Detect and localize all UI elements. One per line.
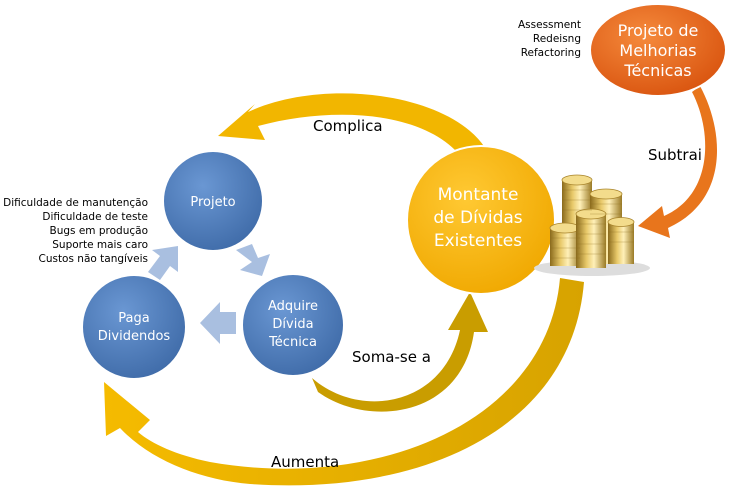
- node-paga: Paga Dividendos: [81, 274, 187, 380]
- problem-item: Dificuldade de teste: [42, 211, 148, 223]
- subtrai-arrow: [638, 86, 718, 238]
- adquire-to-paga-arrow: [200, 302, 236, 344]
- problem-item: Custos não tangíveis: [38, 253, 148, 265]
- problems-list: Dificuldade de manutenção Dificuldade de…: [3, 197, 148, 265]
- soma-arrow: [312, 292, 488, 412]
- node-melhorias-line-2: Melhorias: [619, 41, 696, 60]
- node-montante-line-3: Existentes: [434, 231, 522, 251]
- activities-list: Assessment Redeisng Refactoring: [518, 19, 581, 59]
- activity-item: Refactoring: [521, 47, 581, 59]
- aumenta-arrow: [104, 278, 584, 486]
- node-adquire-line-2: Dívida: [272, 317, 313, 332]
- node-adquire-line-3: Técnica: [268, 335, 317, 350]
- activity-item: Assessment: [518, 19, 581, 31]
- node-adquire-line-1: Adquire: [268, 299, 318, 314]
- node-melhorias-line-1: Projeto de: [618, 21, 699, 40]
- soma-label: Soma-se a: [352, 348, 431, 366]
- subtrai-label: Subtrai: [648, 146, 702, 164]
- node-projeto: Projeto: [162, 150, 264, 252]
- node-melhorias: Projeto de Melhorias Técnicas: [589, 3, 727, 97]
- node-montante-line-2: de Dívidas: [433, 208, 522, 228]
- problem-item: Bugs em produção: [50, 225, 148, 237]
- complica-arrow: [218, 93, 492, 170]
- problem-item: Dificuldade de manutenção: [3, 197, 148, 209]
- aumenta-label: Aumenta: [271, 453, 339, 471]
- node-montante: Montante de Dívidas Existentes: [406, 145, 556, 295]
- node-paga-line-1: Paga: [118, 311, 149, 326]
- node-paga-line-2: Dividendos: [98, 329, 171, 344]
- projeto-to-adquire-arrow: [236, 244, 270, 276]
- node-montante-line-1: Montante: [438, 185, 519, 205]
- problem-item: Suporte mais caro: [52, 239, 148, 251]
- paga-to-projeto-arrow: [148, 246, 178, 280]
- complica-label: Complica: [313, 117, 383, 135]
- node-adquire: Adquire Dívida Técnica: [241, 273, 345, 377]
- node-projeto-label: Projeto: [190, 195, 235, 210]
- node-melhorias-line-3: Técnicas: [623, 61, 691, 80]
- coin-stack-icon: [534, 174, 650, 276]
- activity-item: Redeisng: [533, 33, 581, 45]
